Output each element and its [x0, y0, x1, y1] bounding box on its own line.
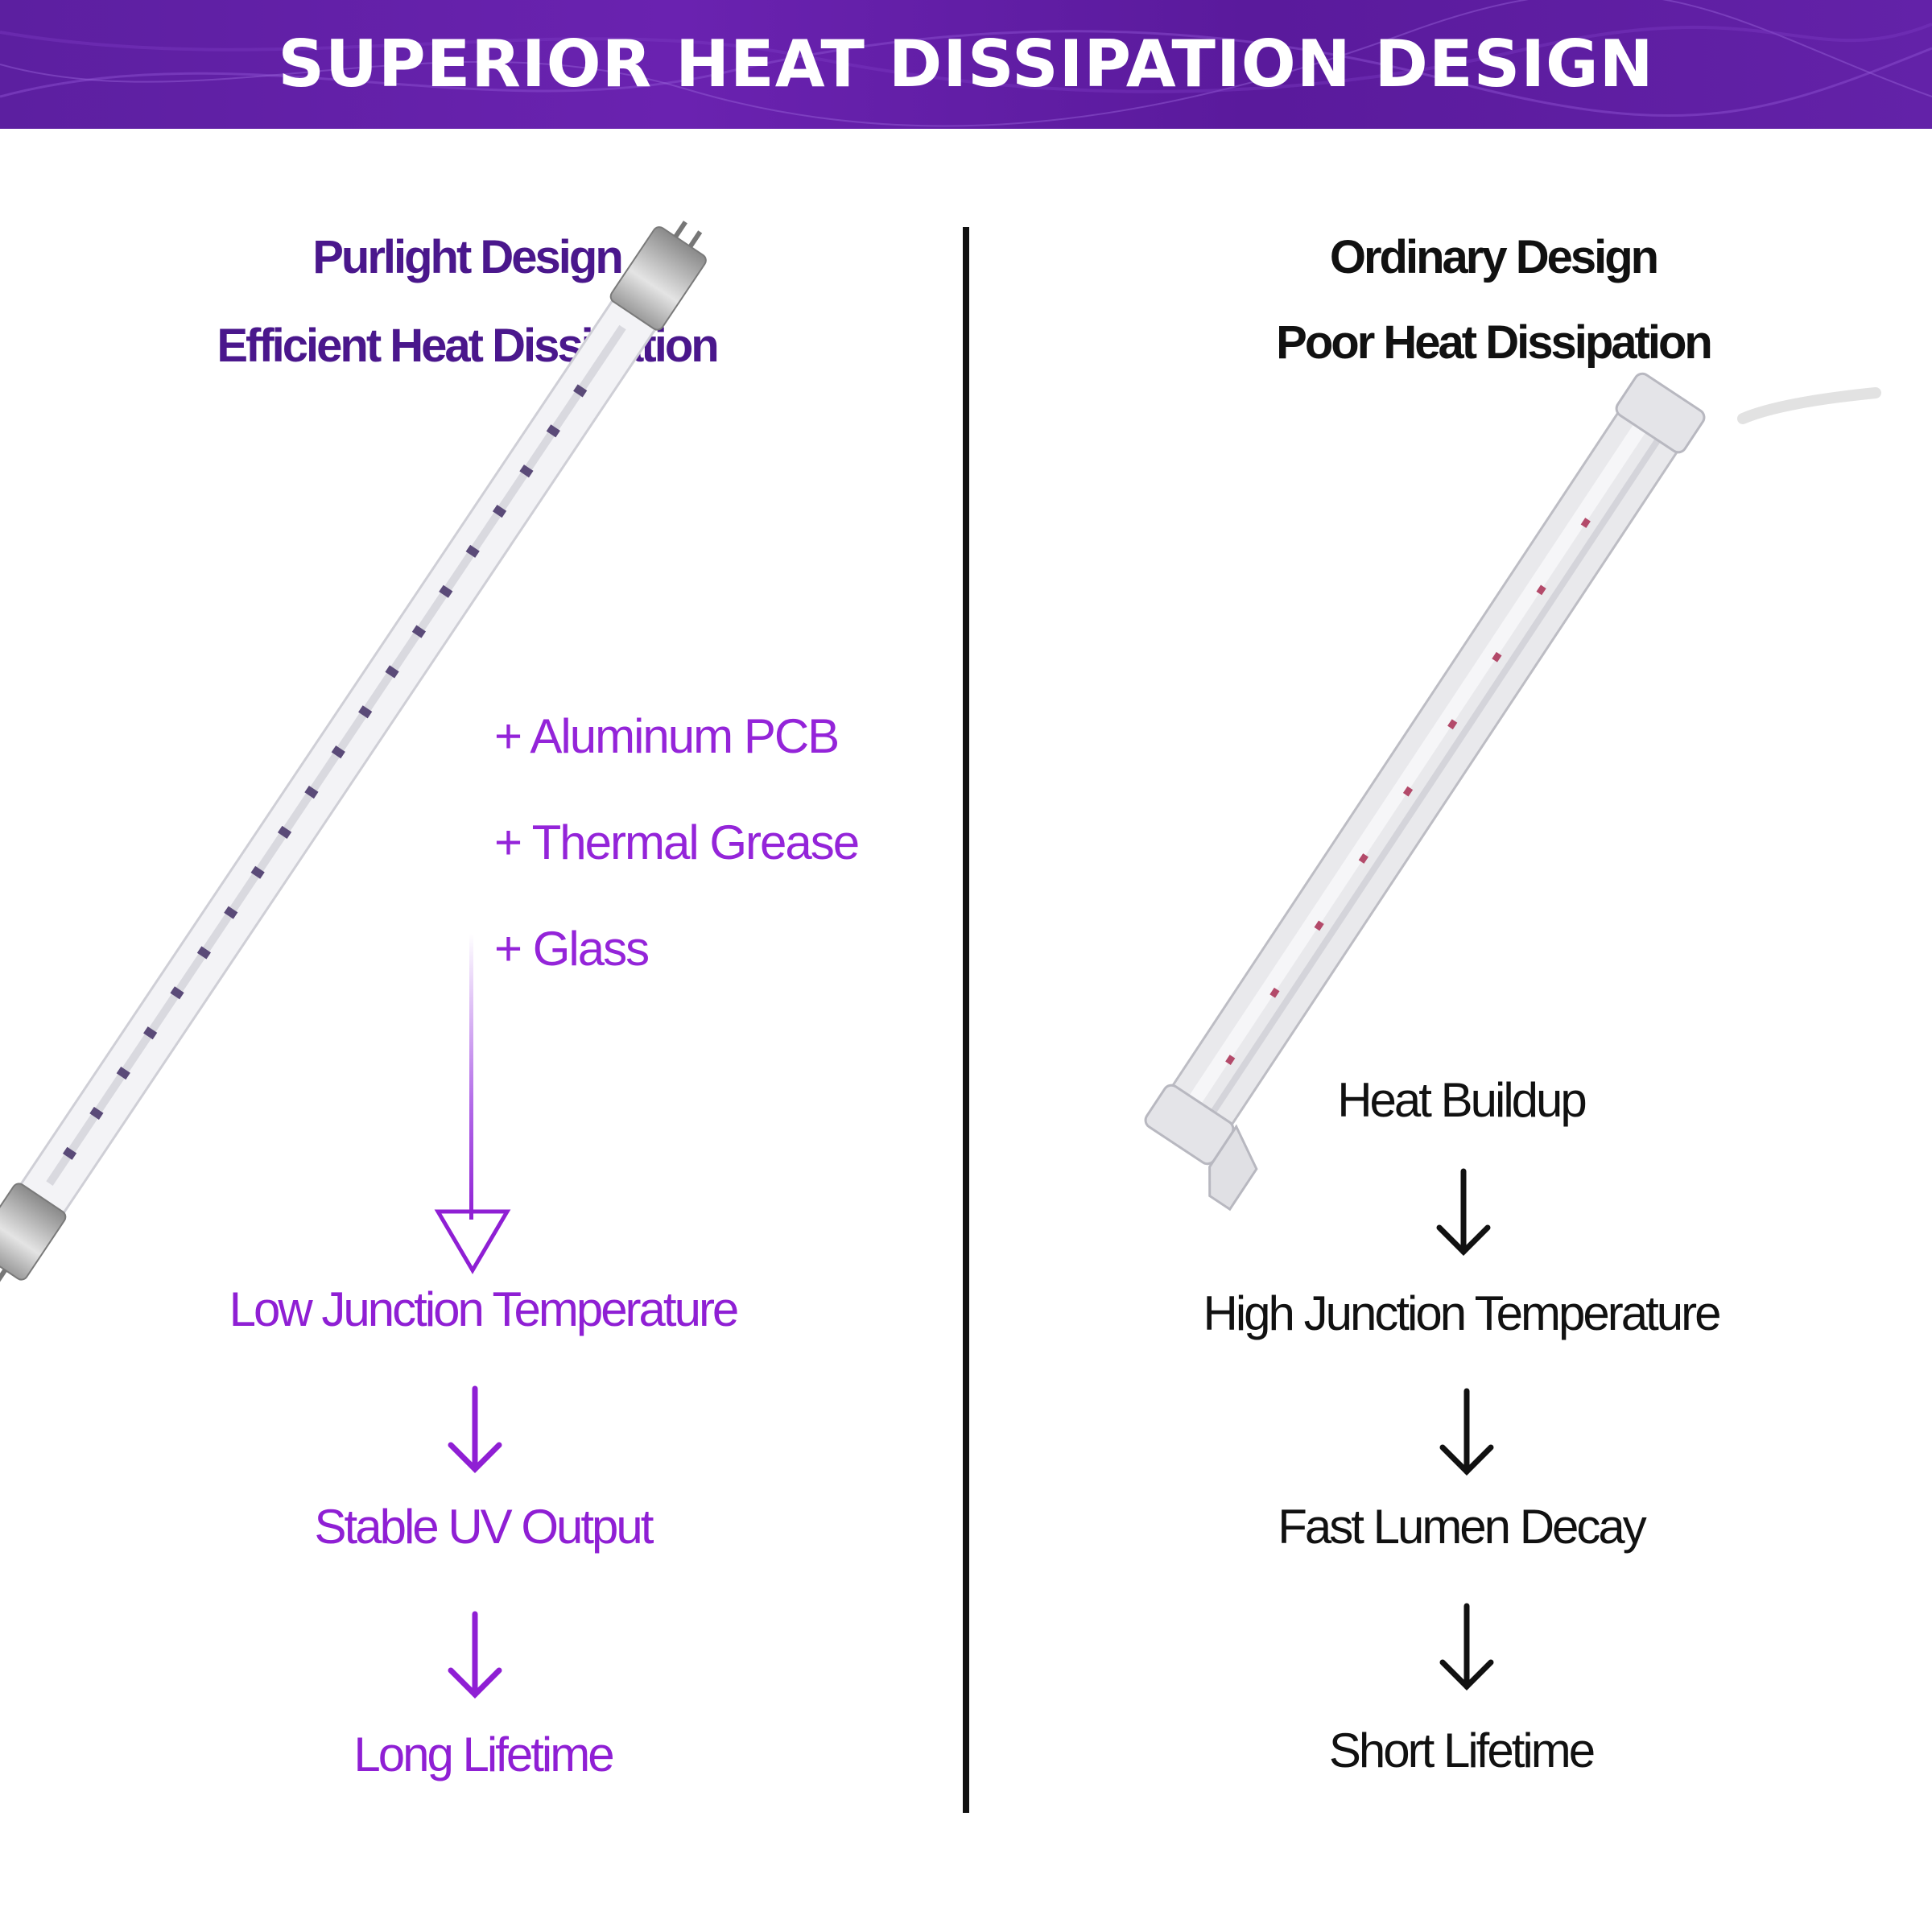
right-flow-step-4: Short Lifetime	[1328, 1724, 1596, 1777]
left-arrow-1	[448, 1385, 502, 1473]
feature-glass: + Glass	[494, 922, 650, 976]
left-arrow-2	[448, 1611, 502, 1699]
feature-thermal-grease: + Thermal Grease	[494, 815, 860, 869]
left-flow-step-1: Low Junction Temperature	[229, 1282, 740, 1336]
right-flow-step-2: High Junction Temperature	[1203, 1286, 1722, 1340]
ordinary-bar-image	[1144, 372, 1881, 1212]
center-divider	[963, 227, 969, 1813]
right-flow-step-3: Fast Lumen Decay	[1278, 1500, 1647, 1554]
header-banner: SUPERIOR HEAT DISSIPATION DESIGN	[0, 0, 1932, 129]
left-flow-step-3: Long Lifetime	[353, 1728, 614, 1781]
right-arrow-3	[1439, 1603, 1494, 1690]
right-arrow-1	[1436, 1168, 1491, 1256]
feature-aluminum-pcb: + Aluminum PCB	[494, 709, 840, 763]
left-flow-step-2: Stable UV Output	[314, 1500, 654, 1554]
banner-wave-decoration	[0, 0, 1932, 127]
right-flow-step-1: Heat Buildup	[1337, 1073, 1587, 1127]
right-heading: Ordinary Design	[1329, 231, 1659, 283]
right-arrow-2	[1439, 1388, 1494, 1476]
left-heading: Purlight Design	[312, 231, 624, 283]
purlight-tube-image	[0, 221, 707, 1286]
left-main-arrow	[434, 934, 511, 1274]
right-subheading: Poor Heat Dissipation	[1276, 316, 1713, 369]
page-title: SUPERIOR HEAT DISSIPATION DESIGN	[278, 27, 1654, 101]
